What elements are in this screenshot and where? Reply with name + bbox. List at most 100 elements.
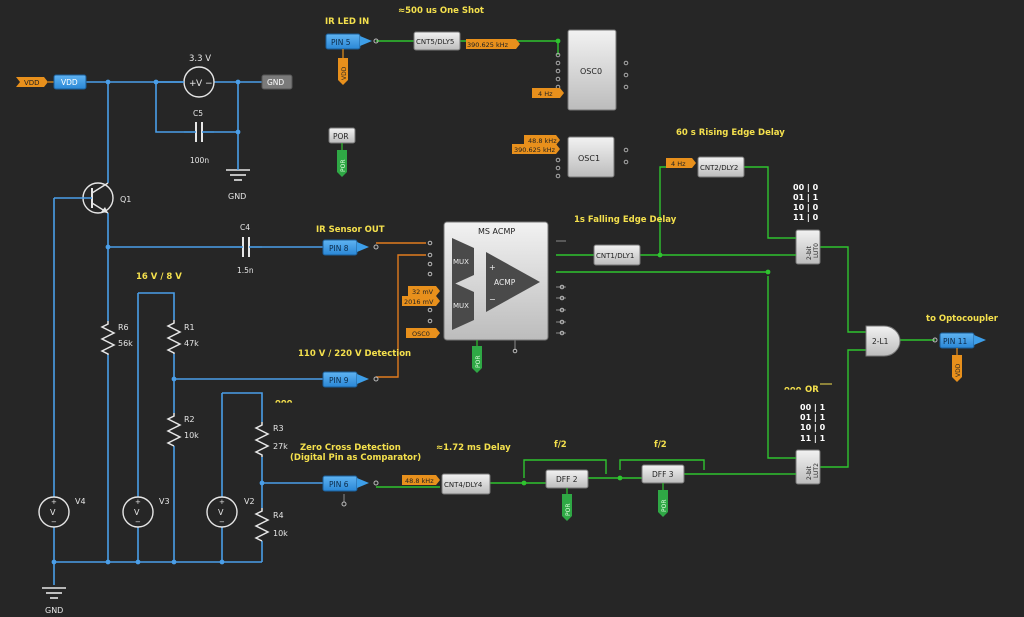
voltage-source-v4[interactable]: + V − V4 bbox=[38, 496, 86, 528]
r6-label: R6 bbox=[118, 323, 129, 332]
cnt2-block[interactable]: CNT2/DLY2 bbox=[697, 156, 745, 178]
rising-delay-label: 60 s Rising Edge Delay bbox=[676, 128, 785, 138]
r4-value: 10k bbox=[273, 529, 288, 538]
vdd-block-label: VDD bbox=[61, 78, 78, 87]
por-tag-top-text: POR bbox=[340, 159, 347, 172]
freq-tag-390a-text: 390.625 kHz bbox=[467, 41, 509, 49]
freq-tag-4hz-b: 4 Hz bbox=[666, 158, 696, 168]
zero-cross-sublabel: (Digital Pin as Comparator) bbox=[290, 453, 421, 463]
analog-wires bbox=[53, 81, 323, 585]
one-shot-label: ≈500 us One Shot bbox=[398, 6, 484, 16]
v3-minus: − bbox=[135, 518, 141, 526]
pin11-vdd-tag[interactable]: VDD bbox=[952, 355, 962, 382]
gnd-block[interactable]: GND bbox=[261, 74, 293, 90]
r4-label: R4 bbox=[273, 511, 284, 520]
r2-value: 10k bbox=[184, 431, 199, 440]
osc1-block[interactable]: OSC1 bbox=[567, 136, 615, 178]
por-tag-dff3-text: POR bbox=[661, 499, 668, 512]
cnt5-block[interactable]: CNT5/DLY5 bbox=[413, 31, 461, 51]
f2-label-b: f/2 bbox=[654, 440, 667, 450]
resistor-r1[interactable] bbox=[166, 320, 182, 354]
v3-plus: + bbox=[135, 498, 141, 506]
lut2-row: 11 | 1 bbox=[800, 434, 826, 443]
lut0-label-a: 2-bit bbox=[806, 246, 813, 260]
por-tag-dff3: POR bbox=[658, 490, 668, 517]
voltage-detect-label: 110 V / 220 V Detection bbox=[298, 349, 411, 359]
voltage-source-v2[interactable]: + V − V2 bbox=[206, 496, 255, 528]
resistor-r3[interactable] bbox=[254, 422, 270, 457]
digital-wires bbox=[376, 40, 935, 488]
pin6-block[interactable]: PIN 6 bbox=[322, 475, 369, 492]
vdd-input-tag[interactable]: VDD bbox=[16, 77, 48, 87]
pin11-vdd-text: VDD bbox=[955, 363, 962, 377]
osc0-block[interactable]: OSC0 bbox=[567, 29, 617, 111]
lut0-block[interactable]: 2-bit LUT0 bbox=[795, 229, 821, 265]
digital-junctions bbox=[521, 38, 771, 486]
mv2016-text: 2016 mV bbox=[404, 298, 434, 306]
acmp-title: MS ACMP bbox=[478, 227, 515, 236]
acmp-input-wires bbox=[376, 242, 426, 378]
voltage-source-v3[interactable]: + V − V3 bbox=[122, 496, 170, 528]
analog-junctions bbox=[51, 79, 265, 565]
transistor-q1[interactable] bbox=[54, 182, 114, 214]
lut0-row: 01 | 1 bbox=[793, 193, 819, 202]
osc1-label: OSC1 bbox=[578, 154, 600, 163]
gnd-block-label: GND bbox=[267, 78, 284, 87]
ms-acmp-block[interactable]: MS ACMP MUX MUX + ACMP − bbox=[443, 221, 549, 341]
osc0-input-text: OSC0 bbox=[412, 330, 430, 338]
pin8-block[interactable]: PIN 8 bbox=[322, 239, 369, 256]
capacitor-c5[interactable]: C5 100n bbox=[184, 109, 214, 165]
voltage-source-3v3[interactable]: + V − bbox=[183, 66, 215, 98]
resistor-r6[interactable] bbox=[100, 321, 116, 355]
cnt1-block[interactable]: CNT1/DLY1 bbox=[593, 244, 641, 266]
ir-led-in-label: IR LED IN bbox=[325, 17, 369, 27]
and-gate-2l1[interactable]: 2-L1 bbox=[865, 325, 901, 357]
dff3-block[interactable]: DFF 3 bbox=[641, 464, 685, 484]
pin5-vdd-tag[interactable]: VDD bbox=[338, 58, 348, 85]
pin11-block[interactable]: PIN 11 bbox=[939, 332, 986, 349]
dff2-label: DFF 2 bbox=[556, 475, 578, 484]
pin9-label: PIN 9 bbox=[329, 376, 349, 385]
osc0-label: OSC0 bbox=[580, 67, 602, 76]
freq-tag-4hz-a: 4 Hz bbox=[532, 88, 564, 98]
zero-cross-label: Zero Cross Detection bbox=[300, 443, 401, 453]
lut2-truth-table: 00 | 1 01 | 1 10 | 0 11 | 1 bbox=[800, 403, 826, 443]
acmp-label: ACMP bbox=[494, 278, 516, 287]
freq-tag-48b: 48.8 kHz bbox=[402, 475, 440, 485]
pin8-label: PIN 8 bbox=[329, 244, 349, 253]
dff2-block[interactable]: DFF 2 bbox=[545, 469, 589, 489]
pin5-label: PIN 5 bbox=[331, 38, 351, 47]
por-tag-dff2-text: POR bbox=[565, 503, 572, 516]
port-wires bbox=[343, 240, 566, 502]
gnd-label-top: GND bbox=[228, 192, 246, 201]
pin9-block[interactable]: PIN 9 bbox=[322, 371, 369, 388]
gnd-label-bottom: GND bbox=[45, 606, 63, 615]
v2-plus: + bbox=[219, 498, 225, 506]
v3-v: V bbox=[134, 508, 140, 517]
pin11-label: PIN 11 bbox=[943, 337, 968, 346]
minus-sign: − bbox=[205, 79, 213, 89]
por-tag-top: POR bbox=[337, 150, 347, 177]
mux-top-label: MUX bbox=[453, 258, 469, 266]
mv32-tag: 32 mV bbox=[408, 286, 440, 296]
lut0-row: 11 | 0 bbox=[793, 213, 819, 222]
lut2-block[interactable]: 2-bit LUT2 bbox=[795, 449, 821, 485]
lut2-row: 01 | 1 bbox=[800, 413, 826, 422]
v16-8-label: 16 V / 8 V bbox=[136, 272, 182, 282]
por-block[interactable]: POR bbox=[328, 127, 356, 144]
cnt5-label: CNT5/DLY5 bbox=[416, 38, 454, 46]
freq-tag-390a: 390.625 kHz bbox=[466, 39, 520, 49]
v4-label: V4 bbox=[75, 497, 86, 506]
vdd-block[interactable]: VDD bbox=[53, 74, 87, 90]
mux-bottom-label: MUX bbox=[453, 302, 469, 310]
capacitor-c4[interactable]: C4 1.5n bbox=[230, 223, 262, 275]
pin5-block[interactable]: PIN 5 bbox=[325, 33, 372, 50]
c5-label: C5 bbox=[193, 109, 203, 118]
resistor-r2[interactable] bbox=[166, 413, 182, 447]
cnt4-block[interactable]: CNT4/DLY4 bbox=[441, 473, 491, 495]
small-symbols: ᴖᴖᴖ bbox=[275, 398, 293, 408]
r3-label: R3 bbox=[273, 424, 284, 433]
resistor-r4[interactable] bbox=[254, 508, 270, 542]
mv2016-tag: 2016 mV bbox=[402, 296, 440, 306]
freq-tag-48a: 48.8 kHz bbox=[524, 135, 560, 145]
